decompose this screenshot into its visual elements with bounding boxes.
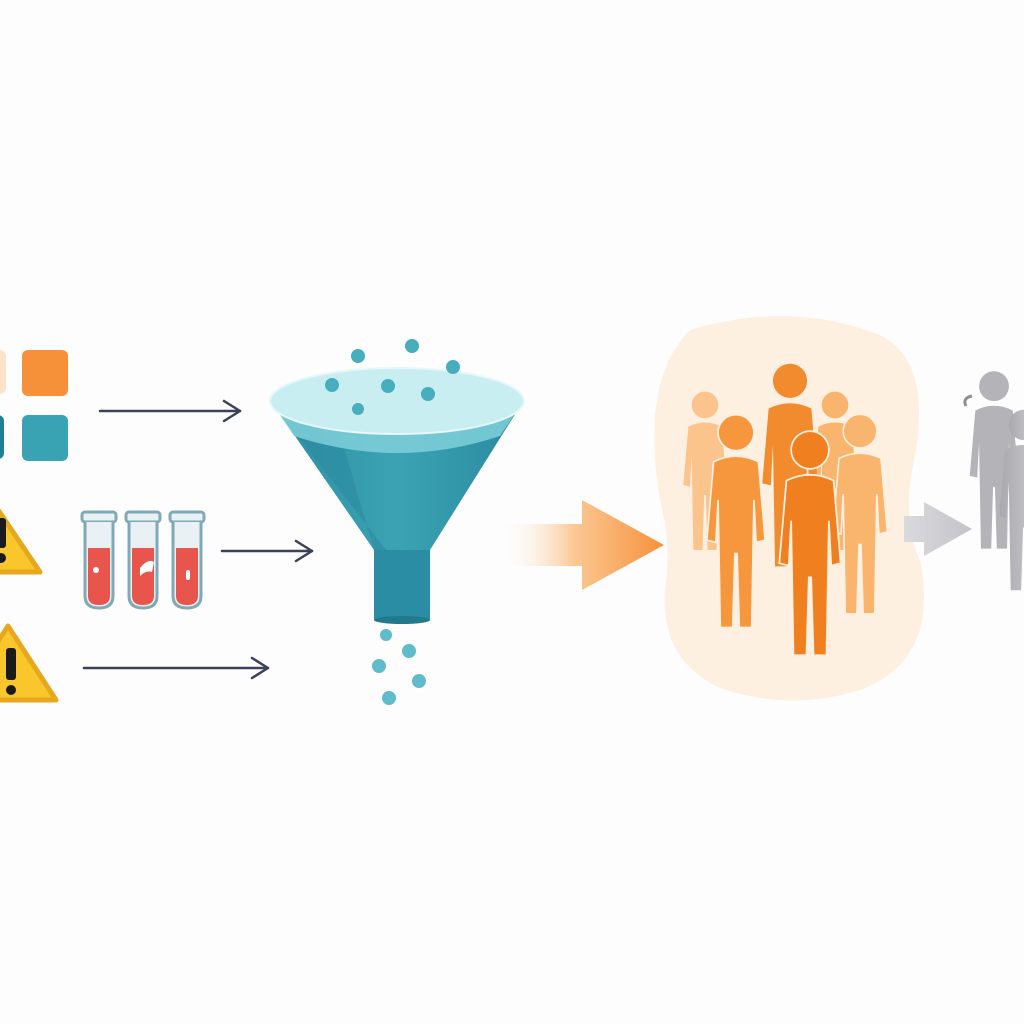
blood-test-tube-icon	[80, 510, 206, 610]
funnel-droplets-out	[372, 629, 426, 705]
gray-people-icon	[963, 371, 1024, 591]
warning-icon-top	[0, 508, 43, 575]
warning-icon-bottom	[0, 623, 59, 703]
funnel-droplets-in	[325, 339, 460, 415]
input-arrow-middle	[220, 539, 314, 563]
input-arrow-bottom	[82, 656, 270, 680]
output-arrow-large	[500, 500, 664, 590]
input-arrow-top	[98, 399, 242, 423]
data-squares-icon	[0, 350, 68, 461]
funnel-icon	[269, 367, 525, 624]
gray-arrow	[904, 502, 972, 556]
people-group-icon	[654, 316, 924, 701]
